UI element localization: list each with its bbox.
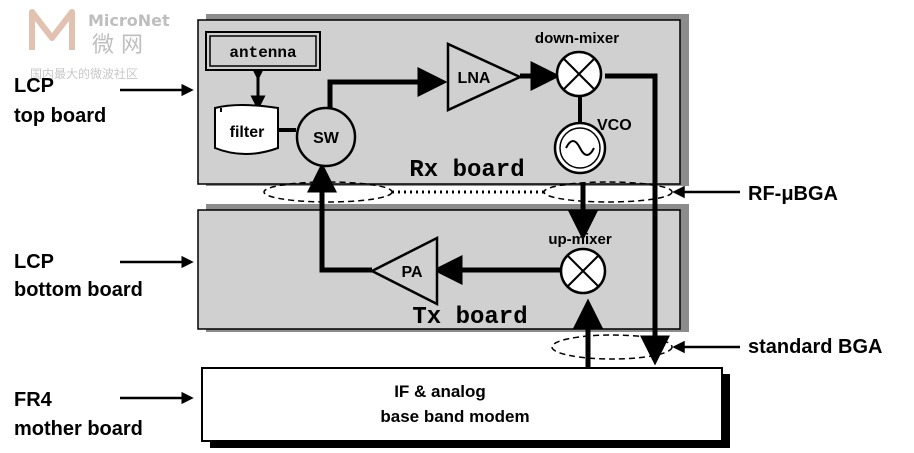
label-standard-bga: standard BGA: [748, 336, 882, 358]
label-lcp-bottom-1: LCP: [14, 251, 54, 273]
label-lcp-bottom-2: bottom board: [14, 279, 143, 301]
label-lcp-top-1: LCP: [14, 75, 54, 97]
watermark-brand: MicroNet: [88, 11, 170, 30]
rf-ubga-balls: [263, 181, 673, 203]
lna-amplifier: [446, 42, 524, 112]
rx-board-label: Rx board: [409, 157, 524, 184]
watermark: MicroNet 微 网 国内最大的微波社区: [29, 9, 170, 81]
micronet-logo-icon: [29, 9, 75, 50]
filter-block: [214, 104, 279, 155]
watermark-cn-title: 微 网: [92, 33, 143, 58]
antenna-label: antenna: [229, 44, 297, 62]
sw-label: SW: [313, 130, 340, 147]
label-lcp-top-2: top board: [14, 105, 106, 127]
filter-label: filter: [230, 124, 265, 141]
tx-board-label: Tx board: [412, 304, 527, 331]
sw-circle: [295, 106, 357, 168]
vco-oscillator-icon: [553, 121, 607, 175]
watermark-cn-tagline: 国内最大的微波社区: [30, 66, 138, 81]
down-mixer-label: down-mixer: [535, 30, 619, 47]
label-fr4-2: mother board: [14, 418, 143, 440]
down-mixer-icon: [555, 50, 603, 98]
pa-amplifier: [369, 235, 439, 307]
modem-label-line2: base band modem: [380, 407, 529, 426]
lna-label: LNA: [458, 70, 491, 87]
label-fr4-1: FR4: [14, 389, 53, 411]
standard-bga-balls: [551, 334, 673, 360]
fr4-mother-board: [201, 367, 730, 448]
side-arrows: [120, 83, 740, 405]
up-mixer-icon: [559, 247, 607, 295]
vco-label: VCO: [597, 117, 632, 134]
modem-label-line1: IF & analog: [394, 382, 486, 401]
label-rf-ubga: RF-μBGA: [748, 183, 838, 205]
pa-label: PA: [401, 264, 422, 281]
signal-paths: [307, 61, 670, 368]
up-mixer-label: up-mixer: [548, 231, 612, 248]
